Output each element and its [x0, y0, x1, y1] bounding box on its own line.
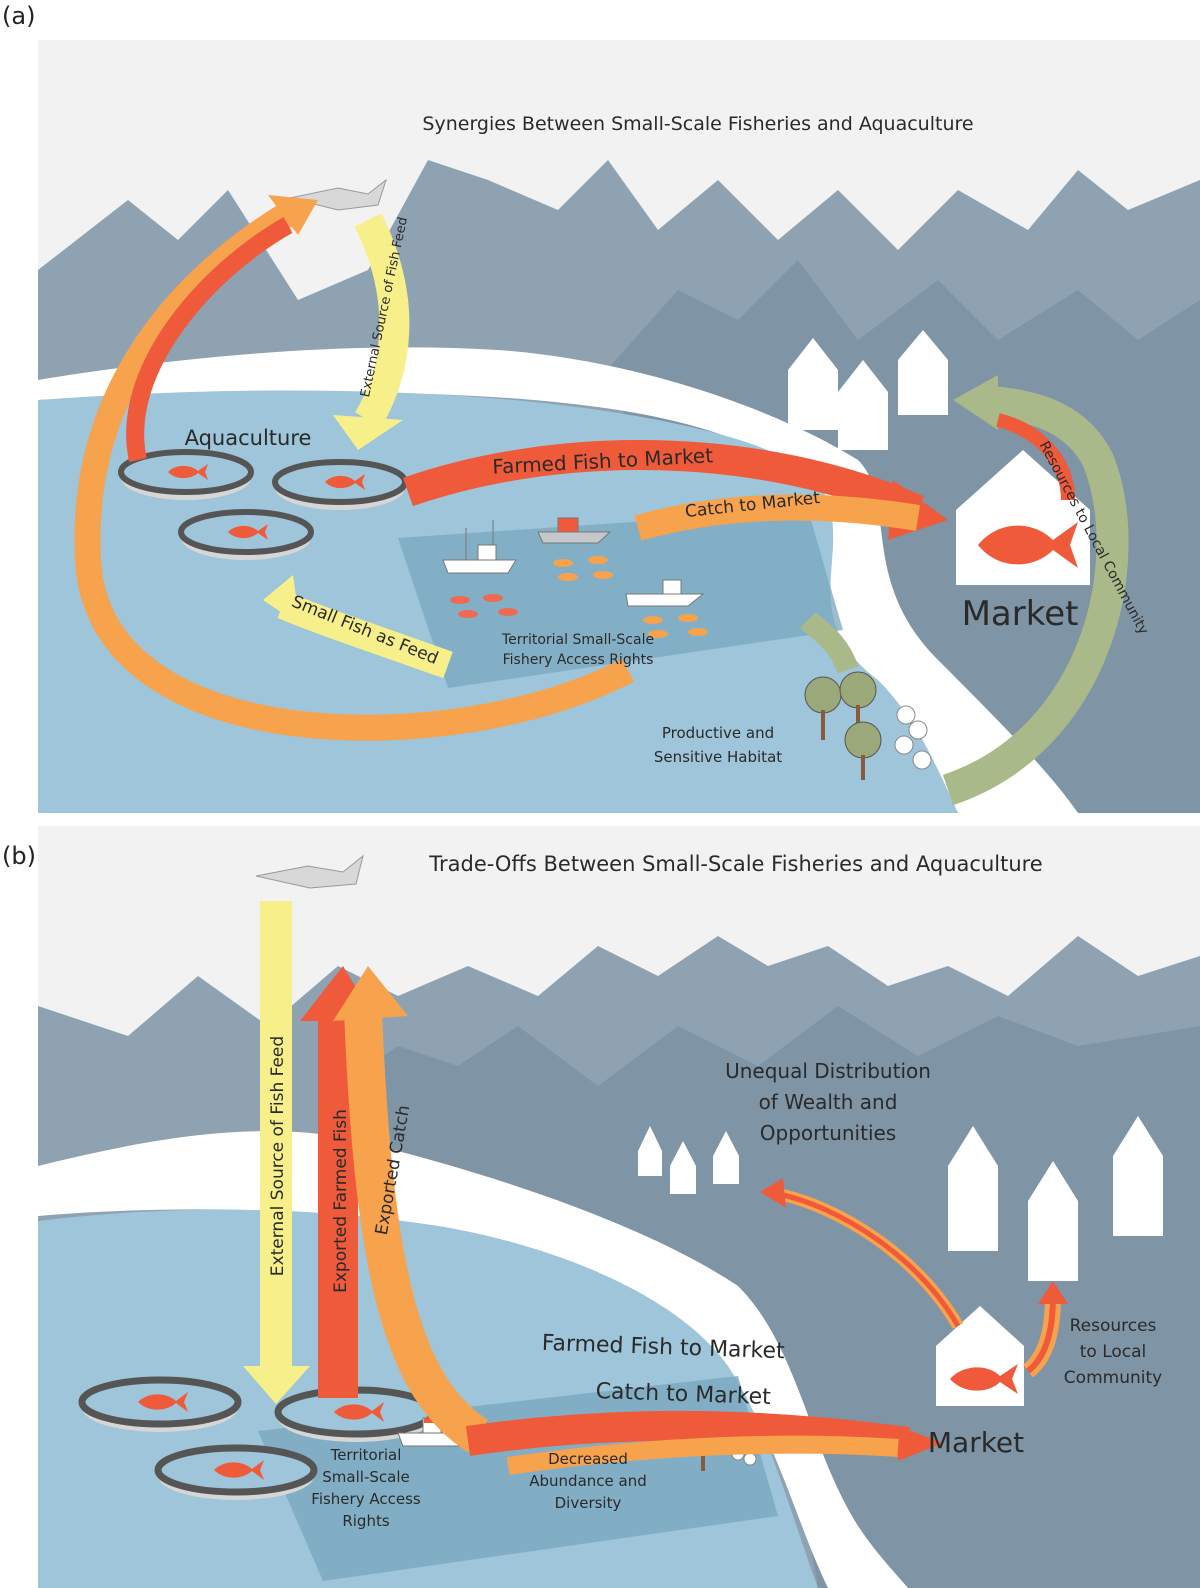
arrow-catch-to-market-b	[506, 1435, 899, 1475]
label-territorial-b-line1: Territorial	[330, 1446, 402, 1464]
pen-fish-icon	[168, 464, 208, 480]
arrow-head-resources-a	[953, 375, 998, 430]
arrow-external-feed-a	[354, 213, 410, 428]
pen-fish-icon	[214, 1460, 264, 1480]
label-territorial-a-line1: Territorial Small-Scale	[501, 632, 654, 648]
market-fish-icon	[978, 522, 1078, 568]
territorial-fishing-area	[398, 510, 843, 688]
arrow-head-loop	[268, 195, 318, 235]
label-unequal-line1: Unequal Distribution	[725, 1059, 931, 1083]
arrow-unequal-distribution-core	[777, 1191, 961, 1328]
aquaculture-pens	[78, 1376, 438, 1500]
panel-b-tradeoffs-diagram: Trade-Offs Between Small-Scale Fisheries…	[38, 826, 1200, 1588]
arrow-farmed-fish-to-market-b	[465, 1410, 910, 1457]
mangrove-trees	[804, 671, 882, 780]
label-external-feed-b: External Source of Fish Feed	[268, 1036, 288, 1276]
arrow-head-feed-a	[333, 415, 403, 450]
label-territorial-b-line2: Small-Scale	[322, 1468, 409, 1486]
fishing-boats	[442, 517, 705, 607]
label-decreased-line3: Diversity	[555, 1494, 622, 1512]
label-habitat-line2: Sensitive Habitat	[654, 748, 782, 766]
label-habitat-line1: Productive and	[662, 724, 774, 742]
label-territorial-b-line3: Fishery Access	[311, 1490, 421, 1508]
market-fish-icon	[950, 1364, 1018, 1394]
label-exported-farmed-fish: Exported Farmed Fish	[331, 1109, 351, 1293]
label-resources-b-line3: Community	[1064, 1368, 1162, 1388]
oyster-cluster	[894, 705, 932, 770]
panel-a-letter: (a)	[2, 2, 36, 30]
label-resources-b-line2: to Local	[1080, 1342, 1147, 1362]
label-market-a: Market	[962, 594, 1079, 634]
panel-b-title: Trade-Offs Between Small-Scale Fisheries…	[428, 852, 1042, 876]
pen-fish-icon	[334, 1402, 384, 1422]
arrow-catch-to-aquaculture-loop	[74, 196, 635, 741]
arrow-resources-to-community-a	[942, 386, 1129, 806]
arrow-farmed-fish-to-market-a	[403, 440, 925, 524]
feed-plane-icon	[255, 854, 364, 889]
wild-fish-school	[450, 556, 708, 638]
arrow-aquaculture-up	[126, 217, 293, 462]
label-territorial-b-line4: Rights	[342, 1512, 389, 1530]
arrow-resources-core	[1026, 1295, 1056, 1374]
arrow-head-farmed-b	[898, 1426, 943, 1461]
village-houses-left	[638, 1126, 739, 1194]
market-building	[956, 450, 1090, 585]
market-building	[936, 1306, 1024, 1406]
label-resources-b-line1: Resources	[1070, 1316, 1157, 1336]
pen-fish-icon	[228, 524, 268, 540]
pen-fish-icon	[325, 474, 365, 490]
arrow-exported-catch	[344, 1010, 489, 1453]
label-catch-to-market-b: Catch to Market	[595, 1379, 771, 1410]
arrow-catch-to-market-a	[634, 494, 921, 541]
panel-b-letter: (b)	[2, 842, 36, 870]
village-houses-right	[948, 1116, 1163, 1281]
label-decreased-line2: Abundance and	[529, 1472, 646, 1490]
label-territorial-a-line2: Fishery Access Rights	[503, 652, 654, 668]
arrow-head-unequal	[760, 1178, 786, 1208]
arrow-head-feed-b	[243, 1366, 310, 1404]
arrow-habitat-to-territory	[800, 611, 859, 674]
label-unequal-line3: Opportunities	[760, 1121, 896, 1145]
arrow-head-resources-b	[1038, 1281, 1068, 1304]
label-market-b: Market	[928, 1426, 1024, 1459]
panel-a-title: Synergies Between Small-Scale Fisheries …	[422, 113, 973, 135]
arrow-head-small-fish	[263, 575, 300, 625]
label-aquaculture: Aquaculture	[185, 426, 312, 450]
label-unequal-line2: of Wealth and	[759, 1090, 898, 1114]
beach	[38, 1131, 908, 1588]
arrow-head-exported-catch	[333, 966, 408, 1021]
pen-fish-icon	[138, 1392, 188, 1412]
arrow-market-to-community-a	[996, 413, 1075, 501]
label-decreased-line1: Decreased	[548, 1450, 628, 1468]
village-houses	[788, 330, 948, 450]
panel-a-synergies-diagram: Synergies Between Small-Scale Fisheries …	[38, 40, 1200, 813]
